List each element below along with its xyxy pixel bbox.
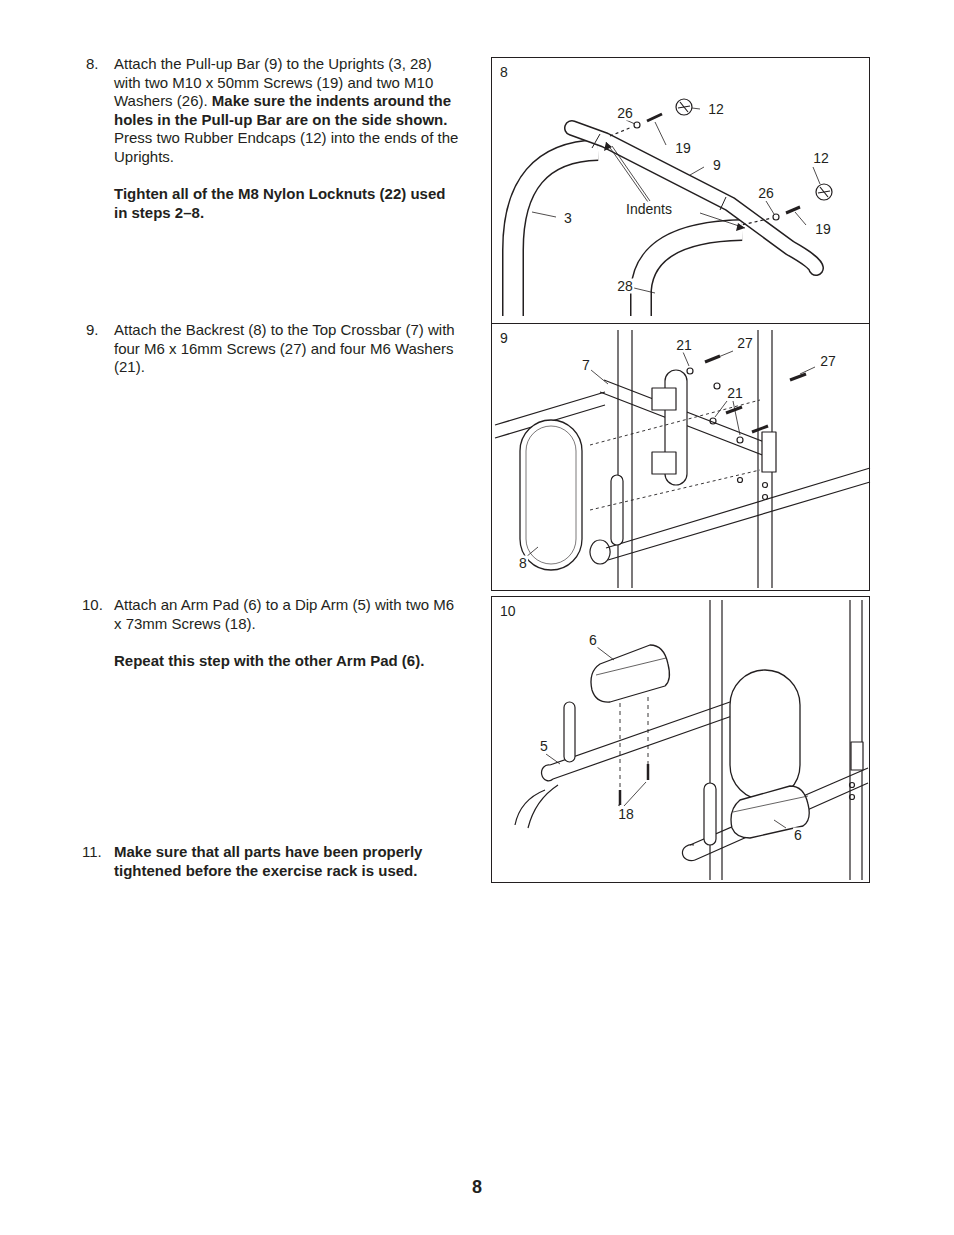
callout-number: 6 (793, 828, 803, 843)
callout-number: 26 (757, 186, 775, 201)
step-label: 11. (82, 843, 102, 860)
instruction-note-block: Repeat this step with the other Arm Pad … (114, 652, 459, 671)
callout-number: 5 (539, 739, 549, 754)
step-label-block: 9. (86, 321, 114, 340)
callout-number: 6 (588, 633, 598, 648)
page-number: 8 (472, 1177, 482, 1198)
callout-number: 8 (518, 556, 528, 571)
callout-number: 28 (616, 279, 634, 294)
leader-line (532, 108, 820, 293)
hardware (687, 356, 806, 443)
callout-number: 18 (617, 807, 635, 822)
frame-tube (495, 330, 870, 588)
callout-number: 19 (674, 141, 692, 156)
callout-number: 19 (814, 222, 832, 237)
part-label: Indents (625, 202, 673, 217)
upright-tube (513, 150, 742, 318)
backrest-pad (520, 400, 760, 570)
step-number: 8 (500, 64, 508, 80)
frame-tube (515, 600, 868, 880)
callout-number: 9 (712, 158, 722, 173)
instruction-note: Tighten all of the M8 Nylon Locknuts (22… (114, 185, 445, 221)
step-label-block: 10. (82, 596, 114, 615)
step-label-block: 11. (82, 843, 114, 862)
instruction-text: Attach the Backrest (8) to the Top Cross… (114, 321, 455, 375)
step-label: 8. (86, 55, 99, 72)
callout-number: 26 (616, 106, 634, 121)
instruction-text: Press two Rubber Endcaps (12) into the e… (114, 129, 458, 165)
instruction-note-block: Make sure that all parts have been prope… (114, 843, 459, 880)
callout-number: 7 (581, 358, 591, 373)
step-number: 9 (500, 330, 508, 346)
instruction-text: Attach an Arm Pad (6) to a Dip Arm (5) w… (114, 596, 454, 632)
leader-line (546, 647, 786, 828)
step-label: 10. (82, 596, 103, 613)
callout-number: 27 (819, 354, 837, 369)
step-number: 10 (500, 603, 516, 619)
callout-number: 12 (707, 102, 725, 117)
instruction-text-block: Attach the Pull-up Bar (9) to the Uprigh… (114, 55, 459, 167)
instruction-text-block: Attach an Arm Pad (6) to a Dip Arm (5) w… (114, 596, 459, 633)
instruction-note: Make sure that all parts have been prope… (114, 843, 422, 879)
hardware (610, 99, 832, 226)
step-label: 9. (86, 321, 99, 338)
instruction-text-block: Attach the Backrest (8) to the Top Cross… (114, 321, 459, 377)
callout-number: 12 (812, 151, 830, 166)
leader-line (526, 351, 815, 557)
callout-number: 21 (675, 338, 693, 353)
callout-number: 21 (726, 386, 744, 401)
callout-number: 27 (736, 336, 754, 351)
arm-pad (591, 645, 809, 838)
instruction-note-block: Tighten all of the M8 Nylon Locknuts (22… (114, 185, 459, 222)
instruction-note: Repeat this step with the other Arm Pad … (114, 652, 424, 669)
callout-number: 3 (563, 211, 573, 226)
step-label-block: 8. (86, 55, 114, 74)
figure-panel: 8 (491, 57, 870, 324)
figure-panel: 9 (491, 323, 870, 591)
pull-up-bar (572, 128, 816, 268)
